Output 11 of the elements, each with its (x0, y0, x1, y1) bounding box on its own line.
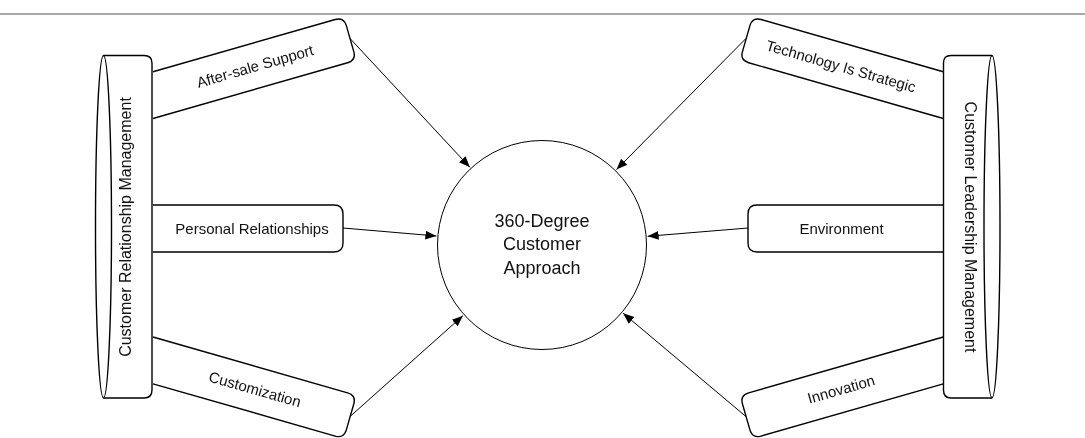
pillar-label: Customer Relationship Management (117, 97, 135, 357)
arrow (342, 227, 437, 240)
pillar-label: Customer Leadership Management (961, 101, 979, 353)
tab-label: Environment (799, 219, 884, 237)
circle-label: 360-Degree Customer Approach (493, 209, 591, 280)
arrow (622, 312, 747, 417)
arrow (647, 227, 749, 240)
arrow (616, 38, 747, 171)
arrow (349, 315, 464, 417)
arrow (349, 38, 471, 168)
tab-label: Personal Relationships (175, 219, 329, 237)
